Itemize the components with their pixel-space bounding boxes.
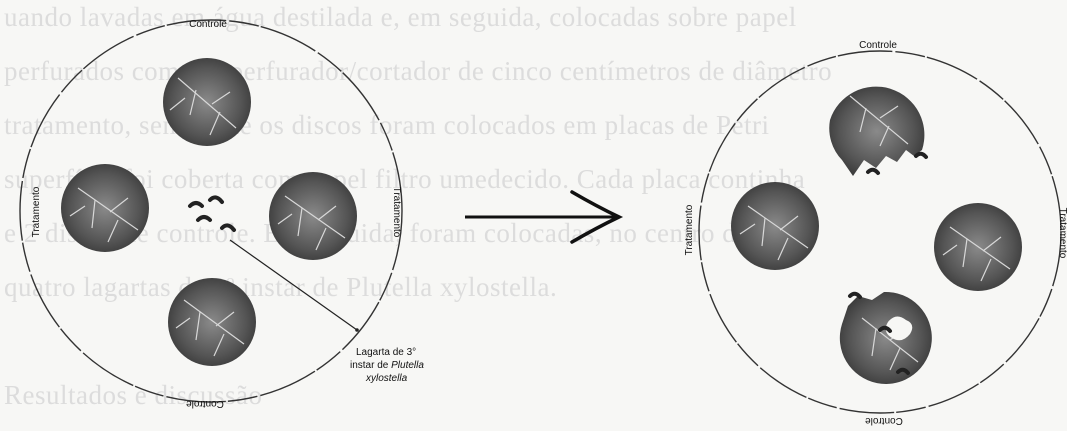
leaf-disc-right [934,203,1022,291]
leaf-disc-bottom [168,278,256,366]
callout-line-3: xylostella [365,373,408,384]
callout-dot [355,328,359,332]
label-controle-top: Controle [189,19,227,30]
leaf-disc-right [269,172,357,260]
leaf-disc-bottom-eaten [840,292,932,384]
bg-line-2: perfurados com um perfurador/cortador de… [4,56,832,86]
label-tratamento-left: Tratamento [31,186,42,237]
callout-line-2: instar de Plutella [350,360,424,371]
larva [210,197,222,202]
label-tratamento-right: Tratamento [391,187,402,238]
leaf-disc-top-eaten [829,87,926,176]
label-tratamento-left: Tratamento [684,204,695,255]
label-controle-bottom: Controle [865,415,903,426]
larva [868,170,878,173]
petri-dish-after: Controle Controle Tratamento Tratamento [684,40,1067,426]
callout-line-1: Lagarta de 3° [356,347,416,358]
leaf-disc-left [731,182,819,270]
larva [190,203,202,206]
larva [916,154,926,157]
callout-text-genus: Plutella [391,360,424,371]
label-controle-bottom: Controle [186,398,224,409]
leaf-disc-top [163,58,251,146]
label-controle-top: Controle [859,40,897,51]
callout-text-instar: instar de [350,360,391,371]
label-tratamento-right: Tratamento [1057,208,1067,259]
leaf-disc-left [61,164,149,252]
bg-line-1: uando lavadas em água destilada e, em se… [4,2,797,32]
larva [850,294,860,297]
